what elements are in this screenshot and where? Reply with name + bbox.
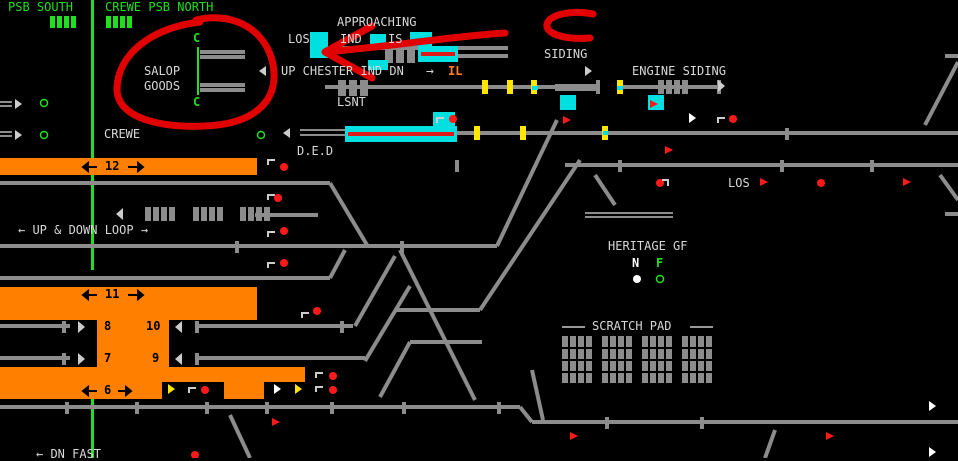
heritage-f-label: F xyxy=(656,256,664,270)
signal-red-icon xyxy=(817,179,825,187)
psb-south-indicator xyxy=(50,16,76,28)
los-right-label: LOS xyxy=(728,176,750,190)
heritage-f-light xyxy=(655,274,665,284)
crewe-label: CREWE xyxy=(104,127,141,141)
platform-8-10 xyxy=(97,318,169,368)
c-bottom-label: C xyxy=(193,95,201,109)
signal-red-icon xyxy=(717,115,737,123)
right-arrow-icon: → xyxy=(426,64,434,79)
signal-red-icon xyxy=(656,179,669,187)
signal-red-icon xyxy=(315,386,337,394)
platform-6 xyxy=(0,367,305,399)
salop-label: SALOP xyxy=(144,64,181,78)
platform-12-number: 12 xyxy=(105,159,120,173)
approaching-label: APPROACHING xyxy=(337,15,417,29)
platforms xyxy=(0,158,308,399)
c-top-label: C xyxy=(193,31,201,45)
user-annotation xyxy=(113,8,597,130)
signal-red-icon xyxy=(191,451,199,458)
signals xyxy=(15,66,936,458)
goods-label: GOODS xyxy=(144,79,181,93)
crewe-psb-north-label: CREWE PSB NORTH xyxy=(105,0,214,14)
ind-label: IND xyxy=(340,32,362,46)
ind-partial-label: IS xyxy=(388,32,403,46)
los-top-label: LOS xyxy=(288,32,310,46)
psb-south-label: PSB SOUTH xyxy=(8,0,74,14)
engine-siding-label: ENGINE SIDING xyxy=(632,64,726,78)
heritage-n-label: N xyxy=(632,256,640,270)
lsnt-label: LSNT xyxy=(337,95,366,109)
crewe-north-indicator xyxy=(106,16,132,28)
platform-11 xyxy=(0,287,257,320)
dn-fast-text: DN FAST xyxy=(50,447,102,461)
platform-8-number: 8 xyxy=(104,319,112,333)
up-down-loop-text: UP & DOWN LOOP xyxy=(32,223,134,237)
platform-9-number: 9 xyxy=(152,351,160,365)
heritage-n-light xyxy=(633,275,641,283)
signal-red-icon xyxy=(267,259,288,268)
platform-6-number: 6 xyxy=(104,383,112,397)
salop-goods-connector xyxy=(197,47,199,95)
platform-10-number: 10 xyxy=(146,319,161,333)
platform-11-number: 11 xyxy=(105,287,120,301)
ded-label: D.E.D xyxy=(297,144,334,158)
platform-7-number: 7 xyxy=(104,351,112,365)
scratch-pad[interactable] xyxy=(562,326,713,383)
up-down-loop-label: ← UP & DOWN LOOP → xyxy=(18,223,149,237)
points-indicators xyxy=(474,80,623,140)
track-layout xyxy=(0,46,958,458)
siding-label: SIDING xyxy=(544,47,588,61)
signal-red-icon xyxy=(267,227,288,237)
signal-red-icon xyxy=(315,372,337,380)
platform-arrows xyxy=(81,160,145,398)
il-label: IL xyxy=(448,64,463,78)
berth-blocks xyxy=(145,47,688,221)
dn-fast-label: ← DN FAST xyxy=(36,447,102,461)
signal-red-icon xyxy=(267,159,288,171)
signal-red-icon xyxy=(188,386,209,394)
signal-red-icon xyxy=(267,194,282,202)
panel-boundary xyxy=(50,0,132,458)
scratch-pad-label: SCRATCH PAD xyxy=(592,319,672,333)
heritage-gf-label: HERITAGE GF xyxy=(608,239,688,253)
up-chester-ind-dn-label: UP CHESTER IND DN xyxy=(281,64,404,78)
heritage-gf-indicators xyxy=(633,274,665,284)
signal-red-icon xyxy=(301,307,321,318)
signal-red-icon xyxy=(436,115,457,123)
